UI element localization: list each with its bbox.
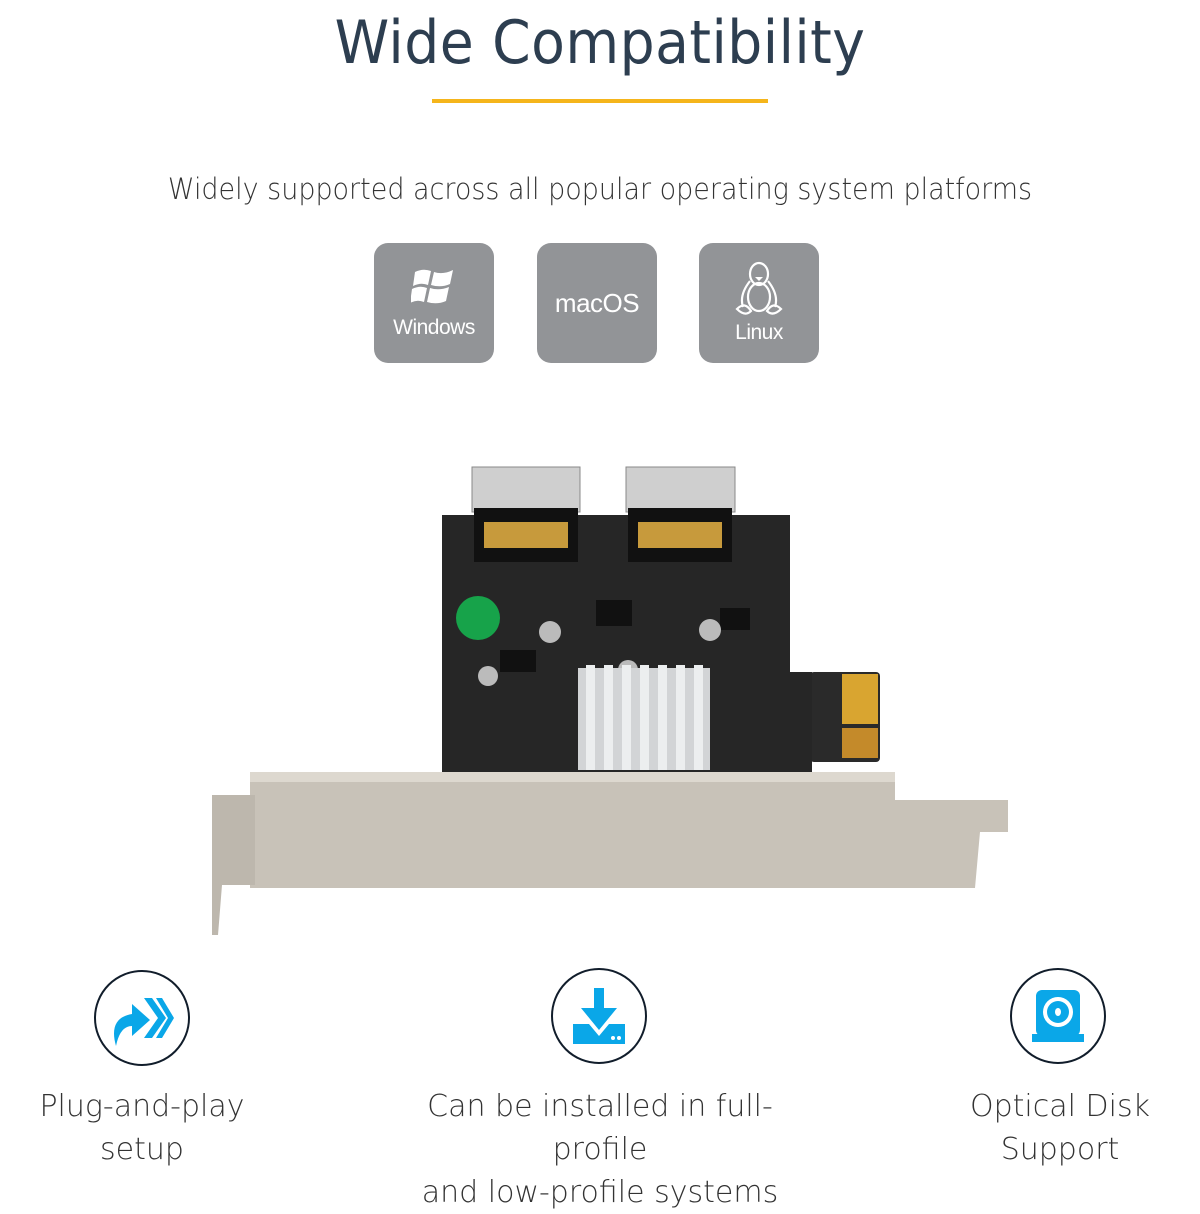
feature-profile: Can be installed in full-profile and low… [390, 1085, 810, 1214]
feature-icon-circle [1010, 968, 1106, 1064]
feature-optical-disk: Optical Disk Support [850, 1085, 1200, 1171]
download-install-icon [573, 988, 625, 1044]
os-label: Windows [393, 316, 475, 339]
feature-text: setup [100, 1132, 184, 1167]
feature-text: Optical Disk [970, 1089, 1150, 1124]
product-image [212, 466, 1008, 935]
os-label: Linux [735, 321, 783, 344]
title-underline [432, 99, 768, 103]
optical-disk-icon [1032, 990, 1084, 1042]
tux-penguin-icon [735, 261, 783, 315]
os-tile-windows: Windows [374, 243, 494, 363]
feature-icon-circle [94, 970, 190, 1066]
feature-plug-and-play: Plug-and-play setup [0, 1085, 352, 1171]
feature-text: Support [1000, 1132, 1120, 1167]
feature-text: Plug-and-play [39, 1089, 245, 1124]
os-tile-linux: Linux [699, 243, 819, 363]
feature-text: Can be installed in full-profile [427, 1089, 773, 1167]
os-label: macOS [554, 287, 640, 318]
feature-text: and low-profile systems [421, 1175, 779, 1210]
feature-icon-circle [551, 968, 647, 1064]
page-title: Wide Compatibility [334, 8, 866, 78]
plug-and-play-arrow-icon [114, 998, 174, 1046]
windows-logo-icon [411, 269, 453, 304]
subtitle: Widely supported across all popular oper… [167, 172, 1033, 206]
os-tile-macos: macOS [537, 243, 657, 363]
